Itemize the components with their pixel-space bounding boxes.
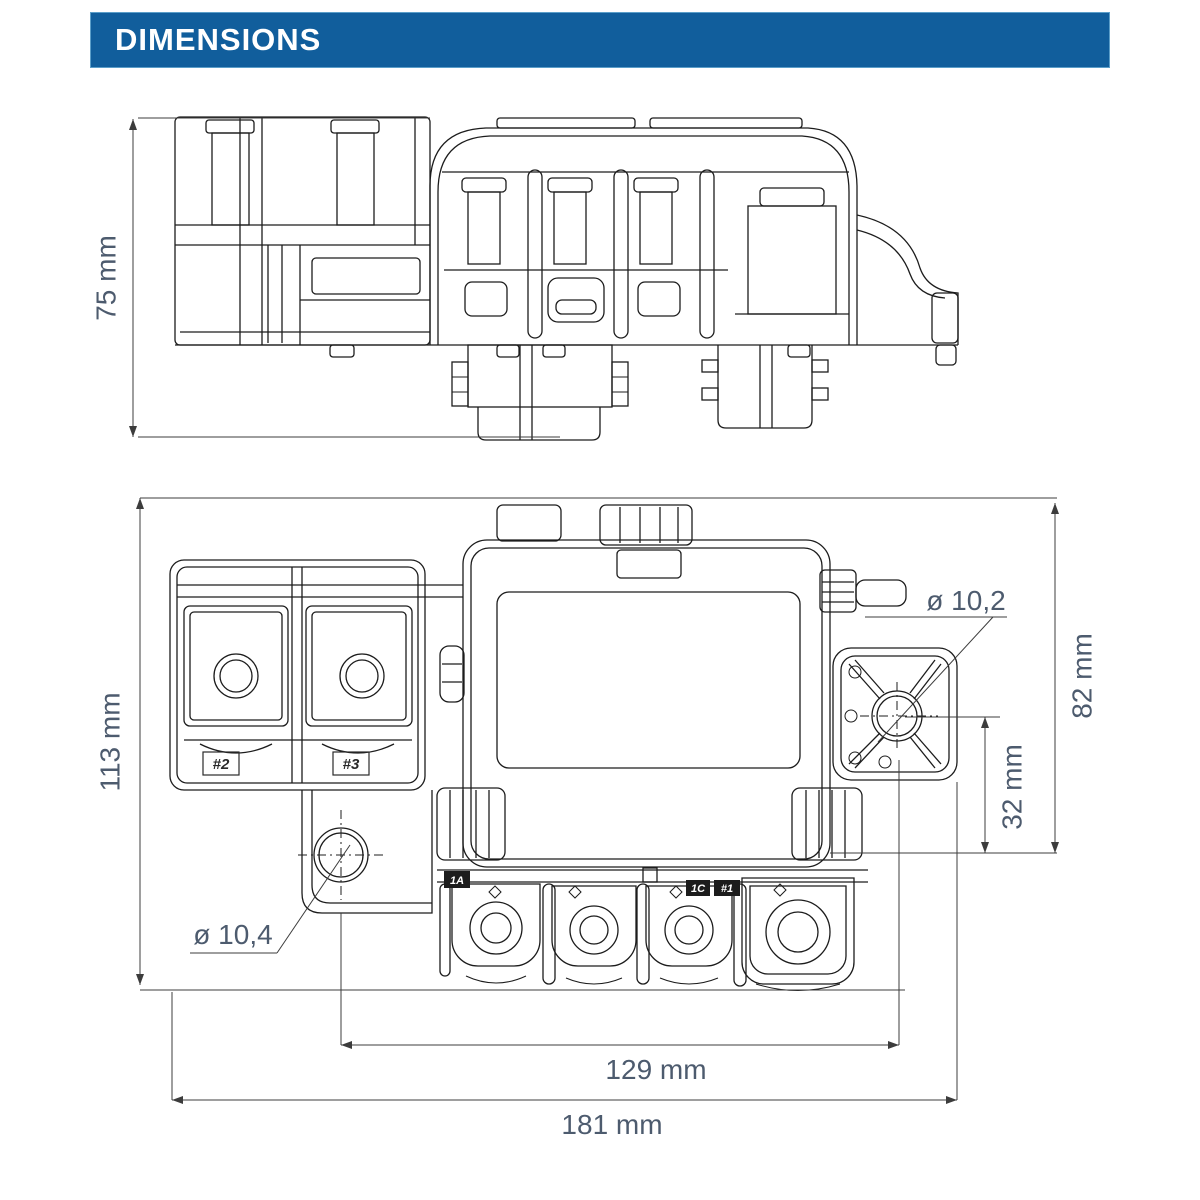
- plan-right-mount-bracket: [832, 647, 958, 781]
- dim-label-hole-right: ø 10,2: [926, 585, 1005, 616]
- side-fuse-body: [211, 132, 250, 226]
- dim-label-113mm: 113 mm: [95, 692, 126, 791]
- plan-cover: [462, 539, 831, 868]
- dim-label-129mm: 129 mm: [605, 1054, 706, 1085]
- page-title: DIMENSIONS: [115, 22, 322, 57]
- terminal-tags: 1A 1C #1: [444, 871, 740, 896]
- dim-label-hole-left: ø 10,4: [193, 919, 272, 950]
- bumper-left: [436, 787, 506, 861]
- tag-fuse2: #2: [213, 756, 230, 773]
- ring-terminal-3: [645, 885, 733, 967]
- dim-label-181mm: 181 mm: [561, 1109, 662, 1140]
- tag-terminal-1a: 1A: [450, 875, 464, 887]
- fuse2-terminal-hole: [213, 653, 259, 699]
- side-fuse-body: [336, 132, 375, 226]
- plan-view-drawing: [169, 504, 958, 991]
- dimension-113mm: 113 mm: [95, 497, 1057, 991]
- side-fuse-cap: [205, 119, 255, 134]
- side-right-bracket: [856, 214, 959, 345]
- side-fuse-cap: [330, 119, 380, 134]
- cover-side-connector: [439, 645, 465, 703]
- side-connector-left: [467, 344, 613, 408]
- leader-hole-right: ø 10,2: [865, 585, 1007, 743]
- dim-label-82mm: 82 mm: [1067, 633, 1098, 719]
- battery-stud: [819, 569, 857, 613]
- tag-terminal-1: #1: [721, 883, 733, 895]
- tag-terminal-1c: 1C: [691, 883, 706, 895]
- cover-latch: [599, 504, 693, 546]
- dim-label-32mm: 32 mm: [997, 744, 1028, 830]
- fuse3-terminal-hole: [339, 653, 385, 699]
- side-view-drawing: [174, 116, 959, 441]
- dimension-129mm: 129 mm: [340, 760, 900, 1085]
- fuse-slot-tags: #2 #3: [202, 751, 370, 776]
- dimension-75mm: 75 mm: [91, 117, 560, 438]
- dimension-82mm: 82 mm: [830, 503, 1098, 854]
- section-header: DIMENSIONS: [90, 12, 1110, 68]
- leader-hole-left: ø 10,4: [190, 844, 351, 954]
- side-connector-right: [717, 345, 813, 429]
- dim-label-75mm: 75 mm: [91, 235, 122, 321]
- side-cover-outline: [429, 127, 858, 345]
- ring-terminal-4: [741, 877, 855, 985]
- plan-left-mount-bracket: [301, 790, 433, 914]
- bumper-right: [791, 787, 863, 861]
- dimension-32mm: 32 mm: [905, 716, 1028, 853]
- cover-label-panel: [496, 591, 801, 769]
- plan-left-module: [169, 559, 426, 791]
- side-left-module: [174, 116, 431, 346]
- ring-terminal-2: [551, 885, 637, 967]
- ring-terminal-1: [451, 883, 541, 967]
- tag-fuse3: #3: [343, 756, 360, 773]
- dimension-181mm: 181 mm: [171, 782, 958, 1140]
